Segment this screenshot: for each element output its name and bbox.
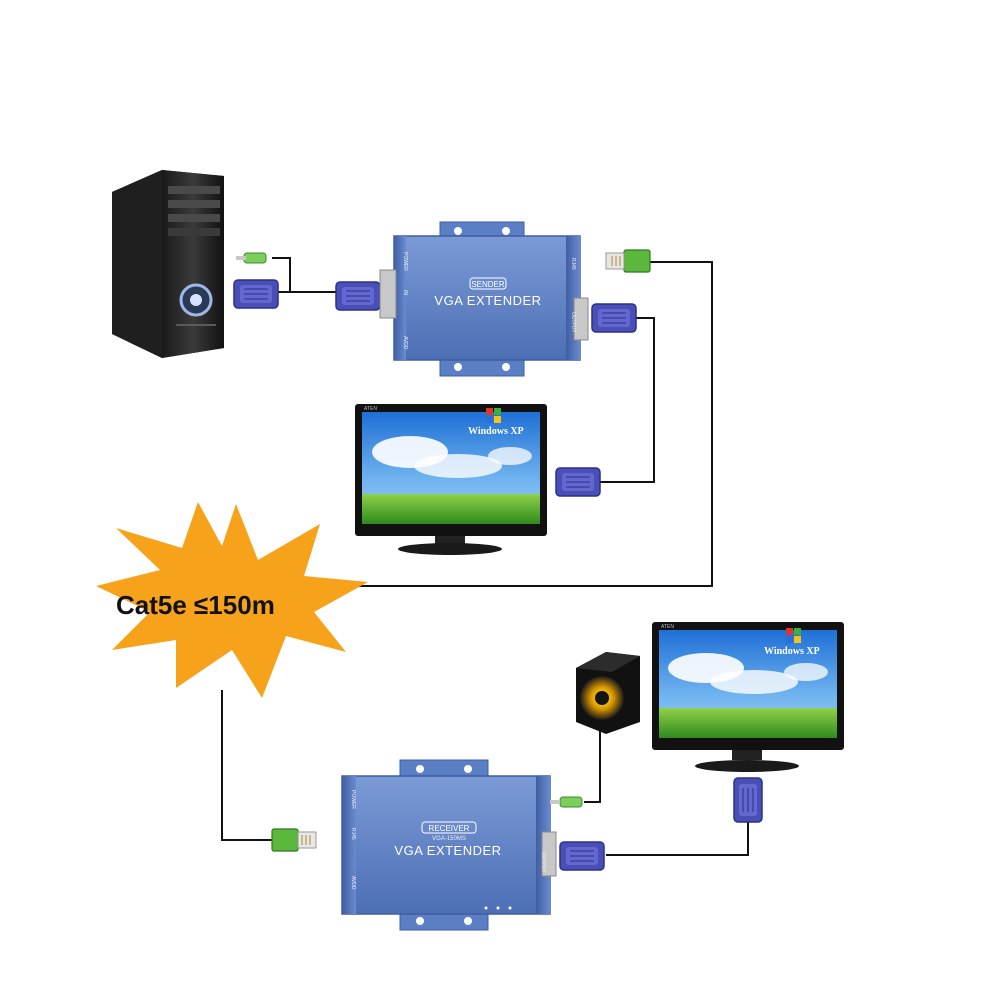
monitor-top-os-label: Windows XP [468,426,524,437]
receiver-port-avdd: AVDD [350,876,356,890]
monitor-top-brand: ATEN [364,406,377,412]
sender-vga-out-connector-icon [591,303,637,333]
sender-port-output: OUTPUT [570,312,576,333]
cable-length-burst: Cat5e ≤150m [96,502,368,698]
windows-logo-icon [486,408,501,423]
sender-extender: SENDER VGA EXTENDER POWER IN AVDD RJ45 O… [379,221,589,377]
receiver-title: VGA EXTENDER [394,843,501,858]
cable-cat5e-to-receiver [221,690,276,841]
receiver-audio-jack-icon [550,796,583,808]
cable-cat5e-main [330,261,713,587]
receiver-vga-out-connector-icon [559,841,605,871]
sender-title: VGA EXTENDER [434,293,541,308]
sender-vga-in-connector-icon [335,281,381,311]
monitor-bottom-brand: ATEN [661,624,674,630]
sender-port-in: IN [402,290,408,295]
monitor-top-vga-connector-icon [555,467,601,497]
receiver-port-power: POWER [350,790,356,809]
cable-pc-audio [272,257,291,292]
cable-length-label: Cat5e ≤150m [116,590,275,620]
pc-vga-connector-icon [233,279,279,309]
pc-audio-jack-icon [236,252,267,264]
receiver-extender: RECEIVER VGA-150MS VGA EXTENDER POWER RJ… [341,759,557,931]
windows-logo-icon [786,628,801,643]
sender-rj45-connector-icon [605,249,651,273]
receiver-rj45-connector-icon [271,828,317,852]
sender-port-avdd: AVDD [402,336,408,350]
receiver-port-rj45: RJ45 [350,828,356,840]
monitor-top: Windows XP ATEN [355,404,547,555]
receiver-port-output: OUTPUT [540,852,546,873]
cable-sender-to-monitor [598,317,655,483]
monitor-bottom-vga-connector-icon [733,777,763,823]
cable-receiver-to-speaker [584,722,601,803]
cables [221,257,749,856]
sender-tag: SENDER [471,280,505,289]
sender-port-rj45: RJ45 [570,258,576,270]
receiver-tag: RECEIVER [429,824,470,833]
speaker-icon [576,652,640,734]
sender-port-power: POWER [402,252,408,271]
monitor-bottom-os-label: Windows XP [764,646,820,657]
desktop-pc-icon [112,170,224,358]
monitor-bottom: Windows XP ATEN [652,622,844,772]
cable-receiver-to-monitor [606,820,749,856]
receiver-model: VGA-150MS [432,836,466,842]
